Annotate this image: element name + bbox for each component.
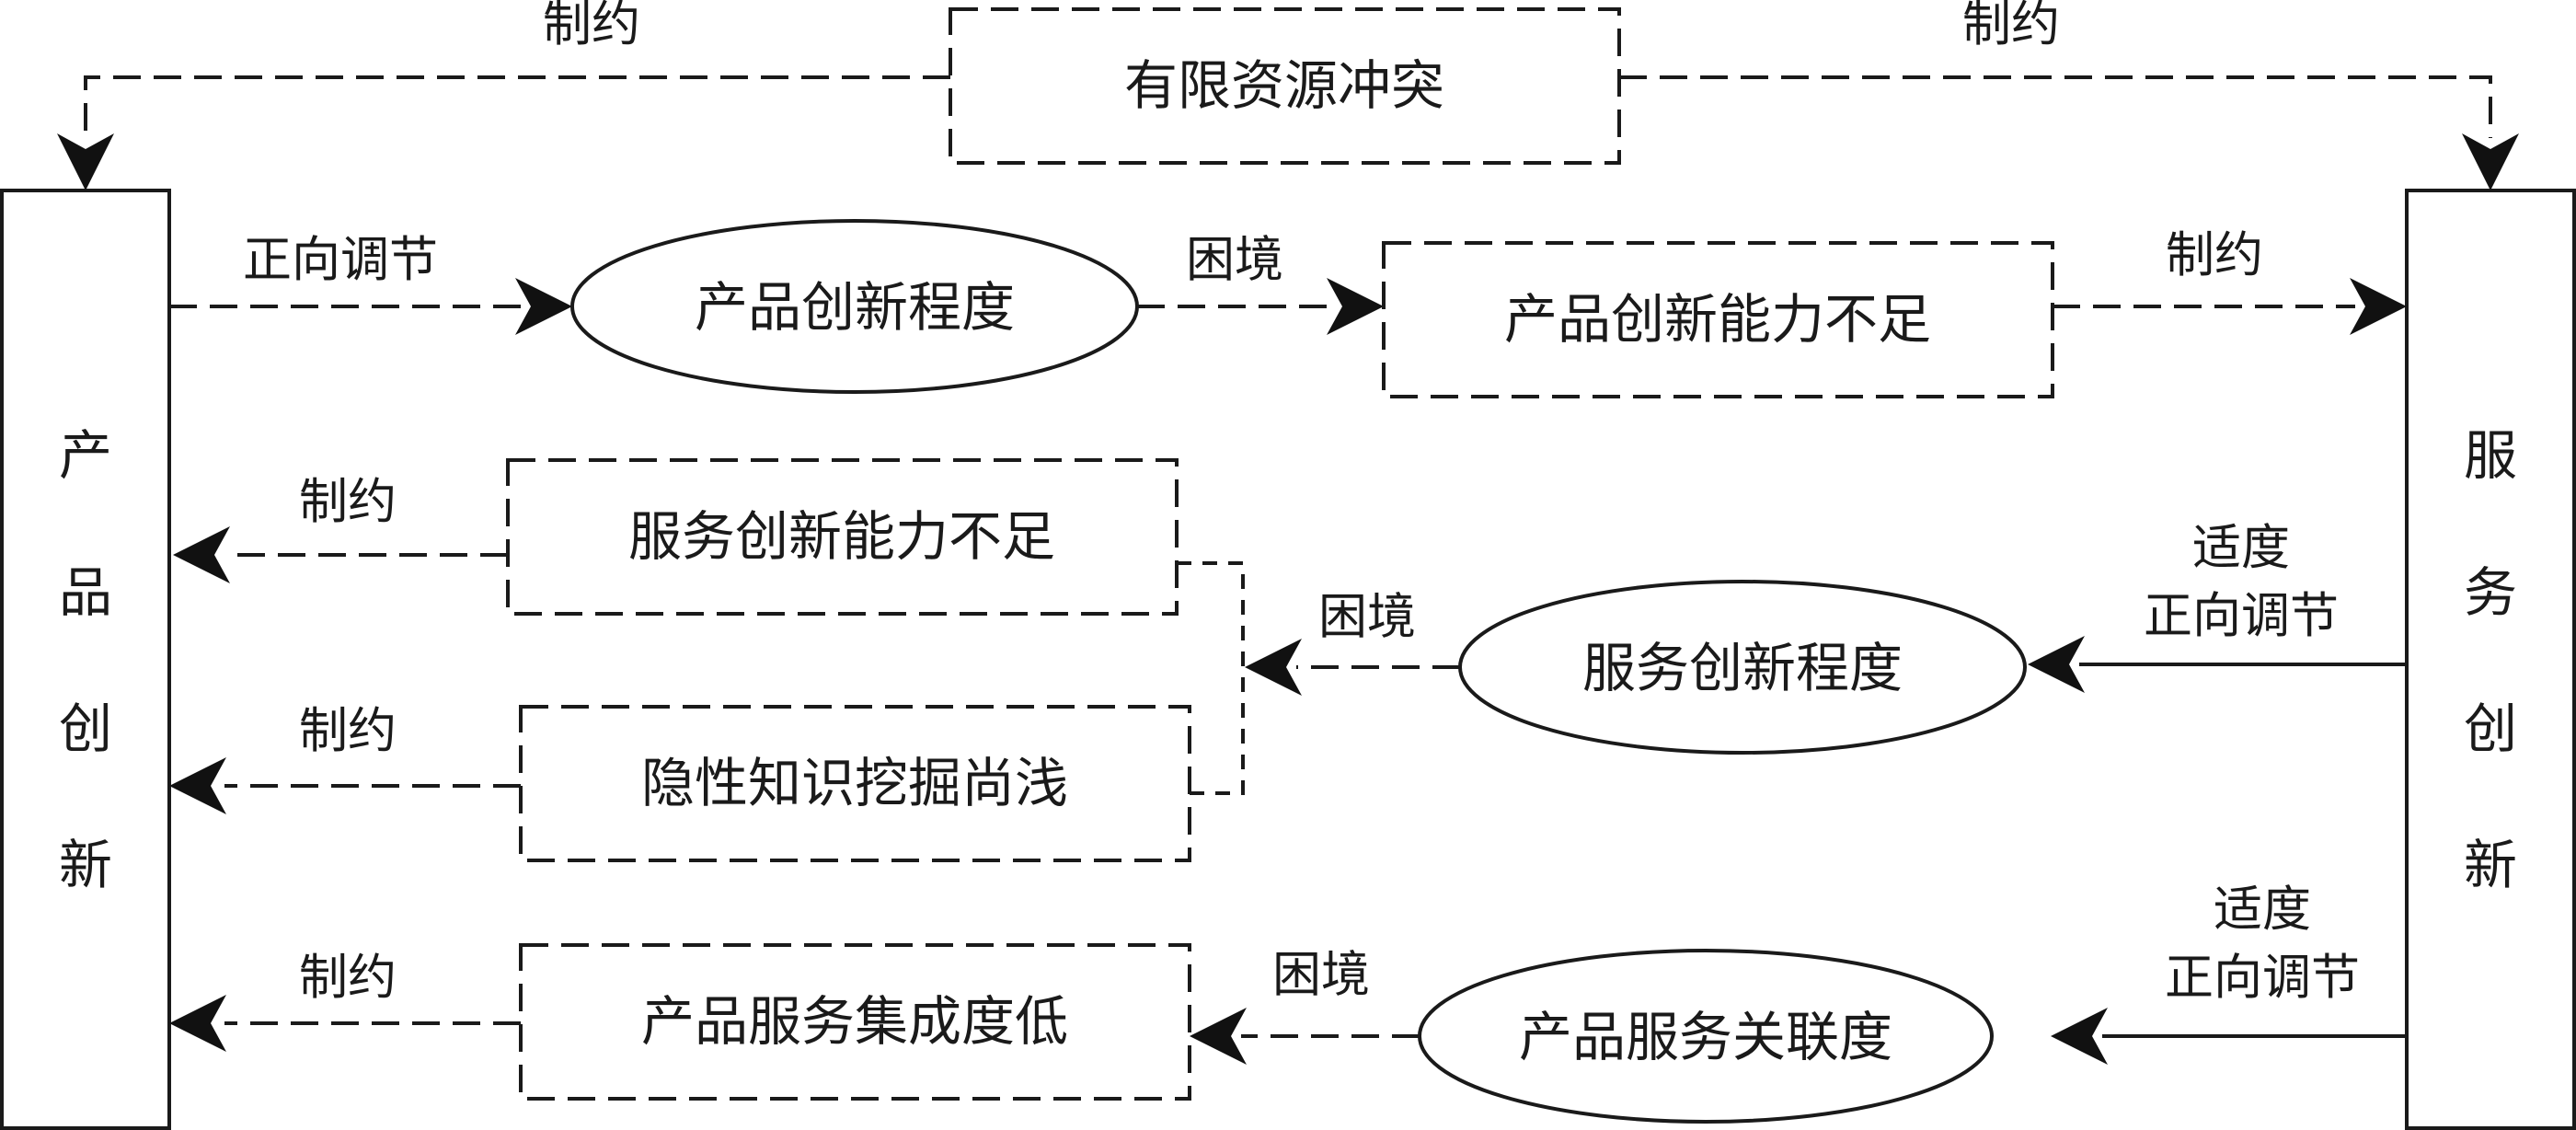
arrowhead-right-2 bbox=[1327, 278, 1384, 335]
dilemma-label-2: 困境 bbox=[1318, 589, 1416, 645]
dilemma-label-3: 困境 bbox=[1272, 947, 1370, 1003]
arrowhead-down-left bbox=[57, 133, 114, 190]
product-innovation-column bbox=[0, 189, 171, 1130]
service-innovation-char-1: 服 bbox=[2464, 424, 2517, 487]
integration-low-label: 产品服务集成度低 bbox=[641, 990, 1068, 1053]
product-innovation-char-2: 品 bbox=[59, 561, 112, 624]
dilemma-label-1: 困境 bbox=[1186, 232, 1283, 288]
arrowhead-left-4 bbox=[2028, 636, 2085, 693]
constraint-label-top-right: 制约 bbox=[1962, 0, 2060, 52]
arrowhead-left-5 bbox=[169, 995, 226, 1052]
moderate-label-2: 适度 bbox=[2214, 882, 2311, 938]
correlation-degree-label: 产品服务关联度 bbox=[1519, 1006, 1892, 1068]
arrowhead-left-7 bbox=[2051, 1008, 2108, 1065]
service-innovation-char-2: 务 bbox=[2464, 561, 2517, 624]
arrowhead-left-6 bbox=[1190, 1008, 1247, 1065]
constraint-label-top-left: 制约 bbox=[543, 0, 640, 52]
service-innovation-column bbox=[2405, 189, 2576, 1130]
service-innovation-char-4: 新 bbox=[2464, 834, 2517, 896]
constraint-line-top-left bbox=[84, 75, 950, 138]
constraint-label-service-lack: 制约 bbox=[299, 474, 397, 530]
tacit-knowledge-label: 隐性知识挖掘尚浅 bbox=[641, 752, 1068, 814]
arrowhead-down-right bbox=[2462, 133, 2519, 190]
constraint-label-row1: 制约 bbox=[2166, 227, 2263, 283]
arrowhead-right-1 bbox=[515, 278, 572, 335]
arrowhead-left-2 bbox=[169, 757, 226, 814]
service-capability-lack-box bbox=[506, 458, 1179, 616]
dilemma-bracket bbox=[1177, 561, 1245, 795]
product-capability-lack-box bbox=[1382, 241, 2054, 398]
moderate-label-1: 适度 bbox=[2192, 520, 2290, 576]
product-innovation-char-3: 创 bbox=[59, 698, 112, 760]
resource-conflict-label: 有限资源冲突 bbox=[1124, 54, 1444, 117]
product-capability-lack-label: 产品创新能力不足 bbox=[1504, 288, 1931, 351]
arrowhead-right-3 bbox=[2350, 278, 2407, 335]
positive-regulation-label-2: 正向调节 bbox=[2144, 588, 2339, 644]
integration-low-box bbox=[519, 943, 1191, 1101]
constraint-label-integration: 制约 bbox=[299, 950, 397, 1006]
constraint-label-tacit: 制约 bbox=[299, 703, 397, 759]
product-innovation-degree-label: 产品创新程度 bbox=[695, 276, 1015, 339]
product-innovation-char-4: 新 bbox=[59, 834, 112, 896]
arrowhead-left-1 bbox=[173, 526, 230, 583]
positive-regulation-label-1: 正向调节 bbox=[243, 232, 438, 288]
constraint-line-top-right bbox=[1619, 75, 2492, 138]
service-capability-lack-label: 服务创新能力不足 bbox=[628, 505, 1055, 568]
service-innovation-degree-label: 服务创新程度 bbox=[1582, 637, 1903, 699]
resource-conflict-box bbox=[949, 7, 1621, 165]
positive-regulation-label-3: 正向调节 bbox=[2165, 950, 2360, 1006]
service-innovation-char-3: 创 bbox=[2464, 698, 2517, 760]
tacit-knowledge-box bbox=[519, 705, 1191, 862]
product-innovation-char-1: 产 bbox=[59, 424, 112, 487]
arrowhead-left-3 bbox=[1245, 639, 1302, 696]
